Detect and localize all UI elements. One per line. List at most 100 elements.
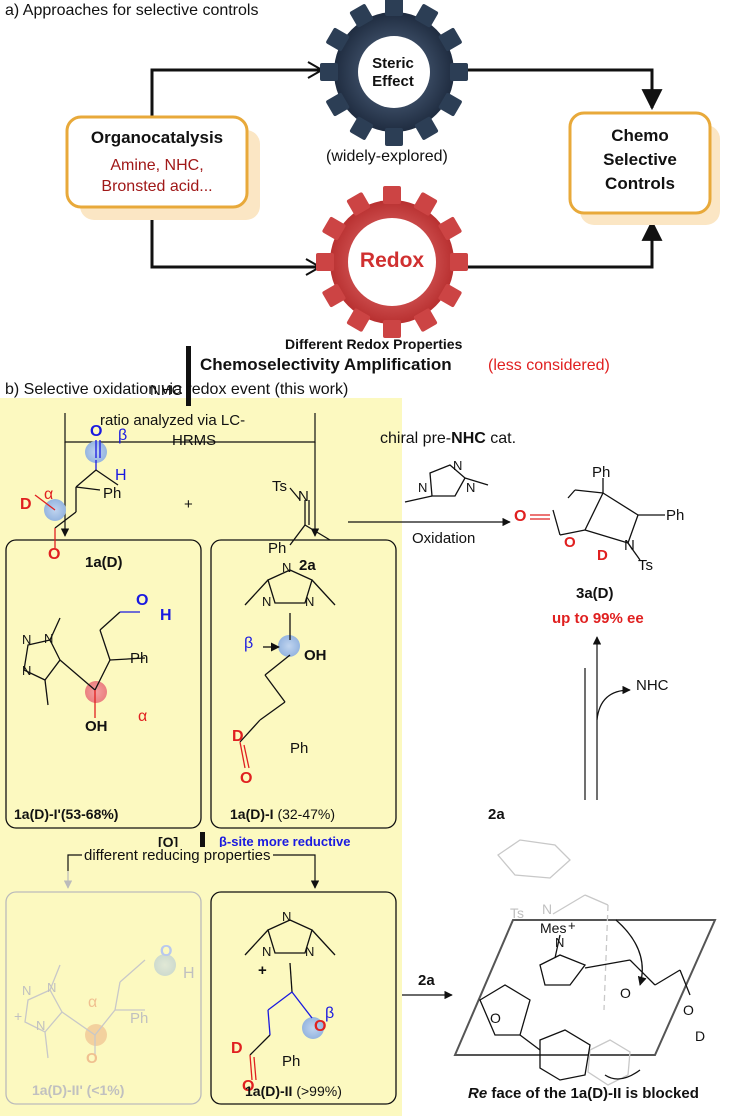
structure-3a: [530, 478, 665, 561]
beta-dot-int-ii: [302, 1017, 324, 1039]
structure-int-i: [239, 569, 336, 769]
ii-n3: N: [305, 944, 315, 959]
ip-o-top: O: [136, 592, 149, 609]
ratio-line-2: HRMS: [172, 432, 217, 449]
cat-n1: N: [453, 458, 463, 473]
iip-o-top: O: [160, 943, 173, 960]
steric-label-1: Steric: [372, 55, 414, 72]
int-ii-label: 1a(D)-II (>99%): [245, 1083, 342, 1099]
1a-ph: Ph: [103, 485, 122, 502]
organo-line-2: Bronsted acid...: [101, 178, 213, 195]
box-int-ii: [210, 891, 397, 1105]
ii-o-bottom: O: [242, 1078, 255, 1095]
nhc-right-label: NHC: [636, 677, 669, 694]
int-i-label: 1a(D)-I (32-47%): [230, 806, 335, 822]
iip-n2: N: [22, 983, 32, 998]
3a-ring-o: O: [564, 534, 576, 551]
organo-line-1: Amine, NHC,: [110, 157, 204, 174]
box-int-i-prime: [5, 539, 202, 829]
ts-ts-label: Ts: [510, 905, 524, 921]
ip-n3: N: [44, 631, 54, 646]
plus-sign: +: [184, 496, 193, 513]
structure-2a: [289, 487, 331, 546]
iip-ph: Ph: [130, 1010, 149, 1027]
ii-plus: +: [258, 962, 267, 979]
3a-deuterium: D: [597, 547, 608, 564]
iip-n3: N: [47, 980, 57, 995]
ip-h: H: [160, 607, 172, 624]
box-int-ii-prime: [5, 891, 202, 1105]
organo-box: [65, 115, 249, 209]
i-deuterium: D: [232, 728, 244, 745]
ts-o-ketone: O: [620, 985, 631, 1001]
chemo-line-3: Controls: [605, 174, 675, 193]
label-1a: 1a(D): [85, 554, 123, 571]
ts-ring-o: O: [490, 1010, 501, 1026]
structure-1a-aldehyde: [95, 440, 101, 458]
int-i-prime-label: 1a(D)-I'(53-68%): [14, 806, 119, 822]
int-i-pct: (32-47%): [273, 806, 336, 822]
ip-alpha: α: [138, 708, 148, 725]
less-considered-label: (less considered): [488, 357, 610, 374]
1a-aldehyde-h: H: [115, 467, 127, 484]
harpoon-tips: [305, 61, 325, 276]
redox-gear: [316, 186, 468, 338]
3a-ph-right: Ph: [666, 507, 685, 524]
oxidation-label: Oxidation: [412, 530, 476, 547]
amplification-label: Chemoselectivity Amplification: [200, 355, 452, 374]
ii-n1: N: [282, 909, 292, 924]
i-n2: N: [262, 594, 272, 609]
ii-ketone-o: O: [314, 1018, 327, 1035]
ts-deuterium: D: [695, 1028, 706, 1044]
alpha-dot-int-ii-prime: [85, 1024, 107, 1046]
ts-mes: Mes: [540, 920, 567, 936]
nhc-bar: [186, 346, 191, 406]
different-redox-label: Different Redox Properties: [285, 336, 463, 352]
1a-ketone-o: O: [48, 546, 61, 563]
ox-bar: [200, 832, 205, 854]
ip-n1: N: [22, 632, 32, 647]
int-ii-pct: (>99%): [292, 1083, 342, 1099]
iip-h: H: [183, 965, 195, 982]
catalyst-label: chiral pre-NHC cat.: [380, 430, 516, 448]
ox-label: [O]: [158, 834, 179, 850]
organo-title: Organocatalysis: [90, 128, 224, 147]
3a-ph-top: Ph: [592, 464, 611, 481]
ratio-line-1: ratio analyzed via LC-: [100, 412, 246, 429]
iip-plus: +: [14, 1008, 23, 1024]
re-face-label: Re face of the 1a(D)-II is blocked: [468, 1085, 699, 1102]
re-face-italic: Re: [468, 1085, 488, 1102]
iip-n1: N: [36, 1018, 46, 1033]
2a-ts: Ts: [272, 478, 287, 495]
ii-deuterium: D: [231, 1040, 243, 1057]
reagent-2a-top-label: 2a: [488, 806, 505, 823]
i-beta: β: [244, 635, 254, 652]
ip-oh: OH: [85, 718, 108, 735]
i-oh: OH: [304, 647, 327, 664]
chemo-line-2: Selective: [603, 150, 677, 169]
catalyst-suffix: cat.: [485, 430, 517, 447]
1a-beta: β: [118, 427, 128, 444]
transition-state: [453, 839, 717, 1086]
widely-explored-label: (widely-explored): [326, 148, 448, 165]
iip-alpha: α: [88, 994, 98, 1011]
redox-label: Redox: [359, 249, 425, 272]
beta-dot-int-i: [278, 635, 300, 657]
catalyst-ring: [404, 464, 489, 503]
panel-a-flow-lines: [150, 68, 663, 269]
ip-n2: N: [22, 663, 32, 678]
ii-n2: N: [262, 944, 272, 959]
structure-1a: [34, 460, 119, 548]
ts-plus: +: [568, 918, 576, 933]
ee-label: up to 99% ee: [552, 610, 644, 627]
return-arrows: [584, 636, 631, 800]
ts-n-top: N: [555, 935, 565, 950]
cat-n3: N: [466, 480, 476, 495]
int-i-name: 1a(D)-I: [230, 806, 274, 822]
panel-b-heading: b) Selective oxidation via redox event (…: [5, 381, 349, 398]
i-ketone-o: O: [240, 770, 253, 787]
ts-imine-n: N: [542, 901, 553, 917]
ii-beta: β: [325, 1005, 335, 1022]
i-n3: N: [305, 594, 315, 609]
